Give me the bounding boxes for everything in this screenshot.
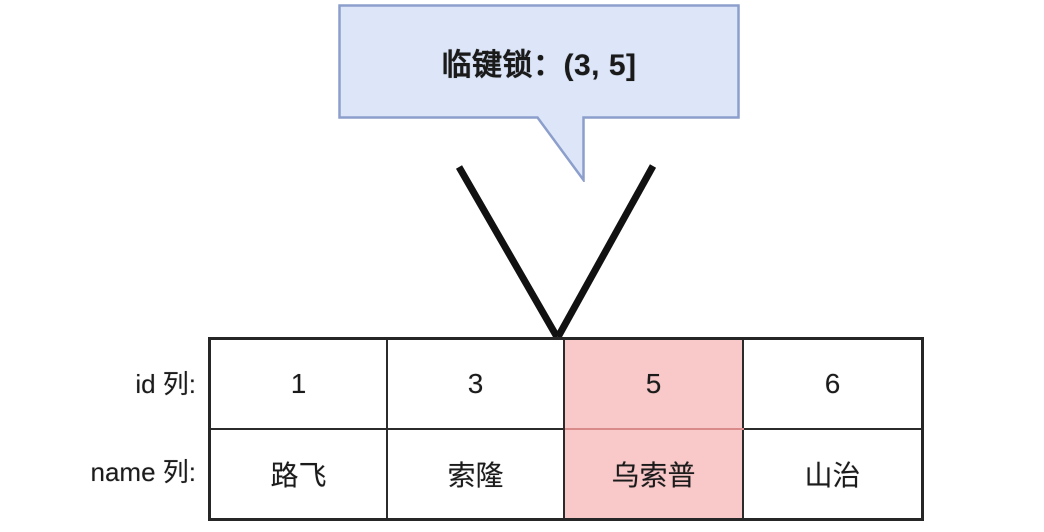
callout-bubble-shape xyxy=(338,4,740,182)
table-row-id: 1 3 5 6 xyxy=(208,337,924,430)
cell-name-3: 山治 xyxy=(742,428,924,521)
cell-name-0: 路飞 xyxy=(208,428,388,521)
pointer-arrow-group xyxy=(440,155,680,350)
table-row-name: 路飞 索隆 乌索普 山治 xyxy=(208,428,924,521)
pointer-line-right xyxy=(554,164,657,339)
cell-id-1: 3 xyxy=(386,337,565,430)
cell-id-0: 1 xyxy=(208,337,388,430)
cell-name-1: 索隆 xyxy=(386,428,565,521)
cell-name-2: 乌索普 xyxy=(563,428,744,521)
callout-label: 临键锁：(3, 5] xyxy=(441,48,637,82)
record-table: 1 3 5 6 路飞 索隆 乌索普 山治 xyxy=(208,337,924,521)
pointer-line-left xyxy=(455,165,561,339)
row-label-name: name 列: xyxy=(90,457,197,487)
pointer-arrow-shape xyxy=(455,164,657,339)
cell-id-2: 5 xyxy=(563,337,744,430)
row-label-id: id 列: xyxy=(135,369,196,399)
cell-id-3: 6 xyxy=(742,337,924,430)
callout-bubble: 临键锁：(3, 5] xyxy=(338,4,740,182)
callout-bubble-path xyxy=(338,4,740,182)
